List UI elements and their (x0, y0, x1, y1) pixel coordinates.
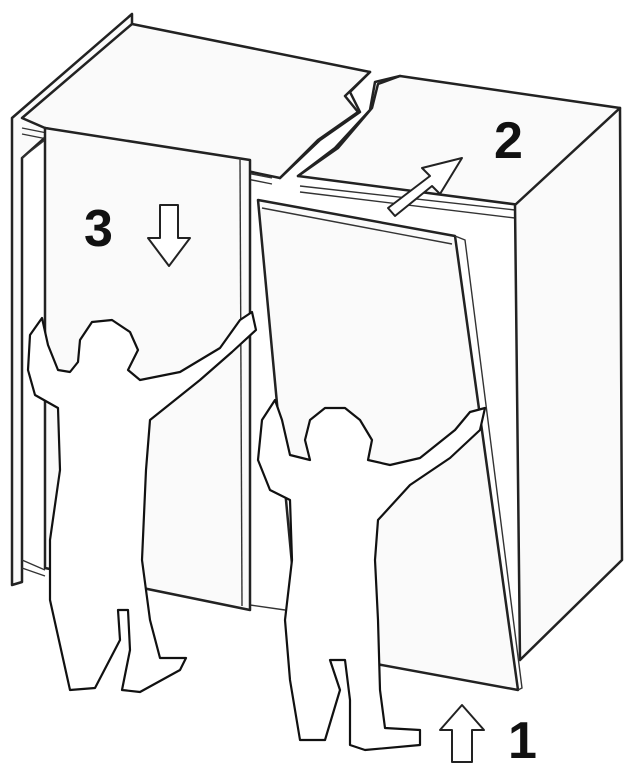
cabinet-right-side (515, 108, 622, 660)
arrow-up-icon (440, 705, 484, 762)
step-2-label: 2 (494, 112, 523, 170)
step-3-label: 3 (84, 200, 113, 258)
step-1-label: 1 (508, 712, 537, 770)
